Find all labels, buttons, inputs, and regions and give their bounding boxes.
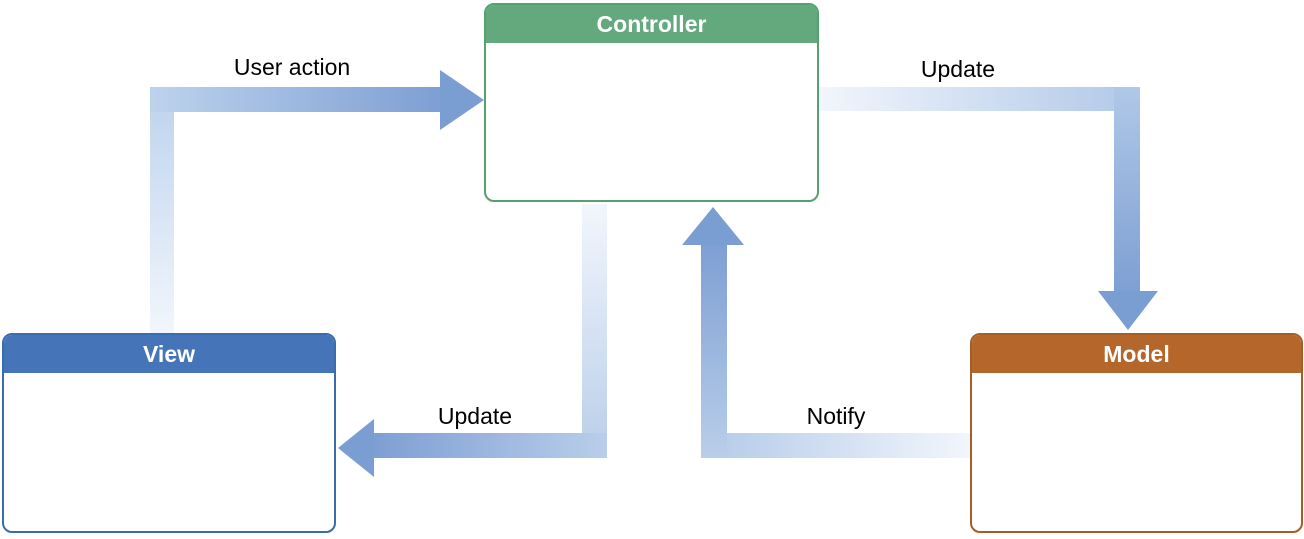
edge-update-model-arrowhead	[1098, 291, 1158, 330]
edge-user-action-vertical-segment	[150, 88, 174, 333]
edge-update-view-horizontal-segment	[374, 433, 607, 458]
edge-label-update-model: Update	[920, 56, 996, 82]
edge-label-update-view: Update	[437, 403, 513, 429]
edge-label-notify: Notify	[806, 403, 866, 429]
edge-update-model-vertical-segment	[1114, 87, 1140, 292]
edge-label-user-action: User action	[233, 54, 351, 80]
node-view: View	[2, 333, 336, 533]
edge-update-view-arrowhead	[338, 419, 374, 477]
edge-update-view-vertical-segment	[582, 204, 607, 458]
node-controller: Controller	[484, 3, 819, 202]
edge-user-action-horizontal-segment	[150, 87, 440, 112]
node-model: Model	[970, 333, 1303, 533]
edge-user-action-arrowhead	[440, 70, 484, 130]
edge-notify-arrowhead	[682, 207, 744, 245]
node-view-header: View	[4, 335, 334, 373]
edge-update-model-horizontal-segment	[819, 87, 1140, 111]
node-model-header: Model	[972, 335, 1301, 373]
edge-notify-vertical-segment	[701, 245, 727, 458]
node-controller-header: Controller	[486, 5, 817, 43]
edge-notify-horizontal-segment	[727, 433, 970, 458]
